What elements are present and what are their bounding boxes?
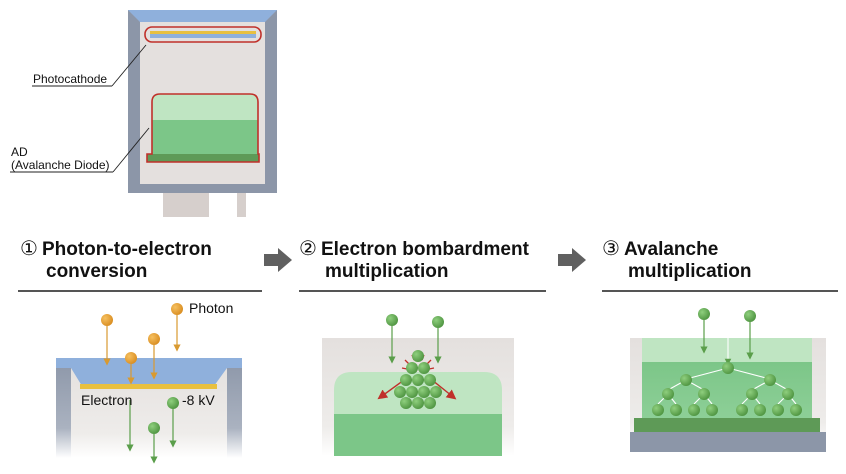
photon [171,303,183,352]
mount-pin [237,193,246,217]
photocathode-label: Photocathode [33,72,108,86]
step-2-number: ② [299,238,317,260]
electron-cluster [394,350,442,409]
ad-label: AD [11,145,28,159]
substrate [630,432,826,452]
step-arrow-2 [558,248,586,272]
voltage-label: -8 kV [182,392,215,408]
panel-2 [322,314,514,456]
photocathode-leader [111,44,147,87]
ad-label-full: (Avalanche Diode) [11,158,110,172]
panel-3 [630,308,826,452]
electron [386,314,398,364]
photon-label: Photon [189,300,234,316]
window-glass [56,358,242,386]
step-3-rule [602,290,838,292]
mount-block [163,193,209,217]
photocathode-layer [150,31,256,34]
photon [125,352,137,385]
electron [698,308,710,354]
ad-bulk [334,414,502,456]
photon [148,333,160,380]
scatter-arrow [377,379,405,400]
panel-1 [56,303,242,464]
ad-base [147,154,259,162]
photocathode-film [80,384,217,389]
ad-depletion [642,338,812,362]
avalanche-electrons [652,362,802,416]
ad-leader [112,127,150,173]
electron-label: Electron [81,392,133,408]
electron [744,310,756,360]
ad-base [634,418,820,432]
step-3-number: ③ [602,238,620,260]
electron [432,316,444,364]
step-2-rule [299,290,546,292]
ad-outline [146,93,260,163]
photocathode-outline [144,26,262,43]
ad-body [152,120,258,156]
step-arrow-1 [264,248,292,272]
input-window [128,10,277,22]
hpd-device [10,10,277,217]
photon [101,314,113,366]
step-1-rule [18,290,262,292]
electron [167,397,179,448]
electron [148,422,160,464]
step-1-number: ① [20,238,38,260]
